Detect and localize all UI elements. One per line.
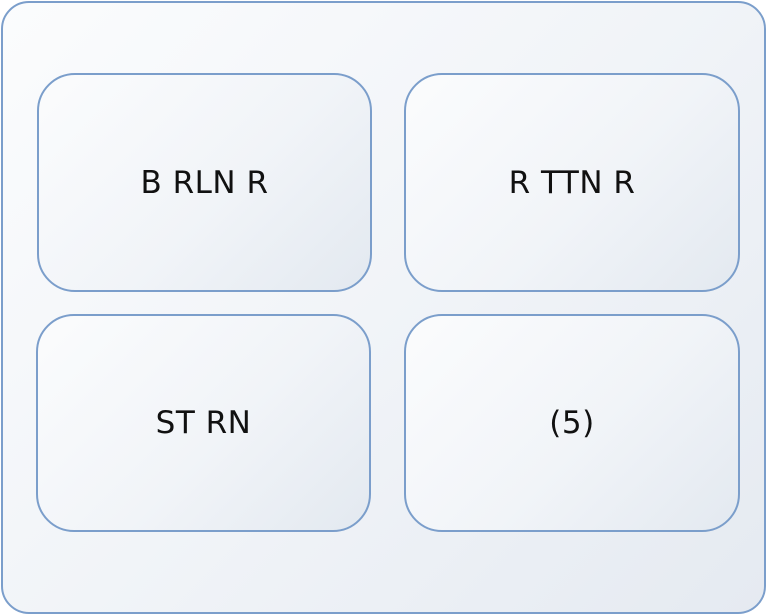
cell-bottom-left: ST RN	[36, 314, 371, 532]
cell-label: ST RN	[155, 405, 252, 441]
cell-top-left: B RLN R	[37, 73, 372, 292]
cell-bottom-right: (5)	[404, 314, 740, 532]
cell-label: (5)	[549, 405, 595, 441]
cell-label: B RLN R	[140, 164, 269, 201]
cell-top-right: R TTN R	[404, 73, 740, 292]
cell-label: R TTN R	[508, 164, 636, 201]
